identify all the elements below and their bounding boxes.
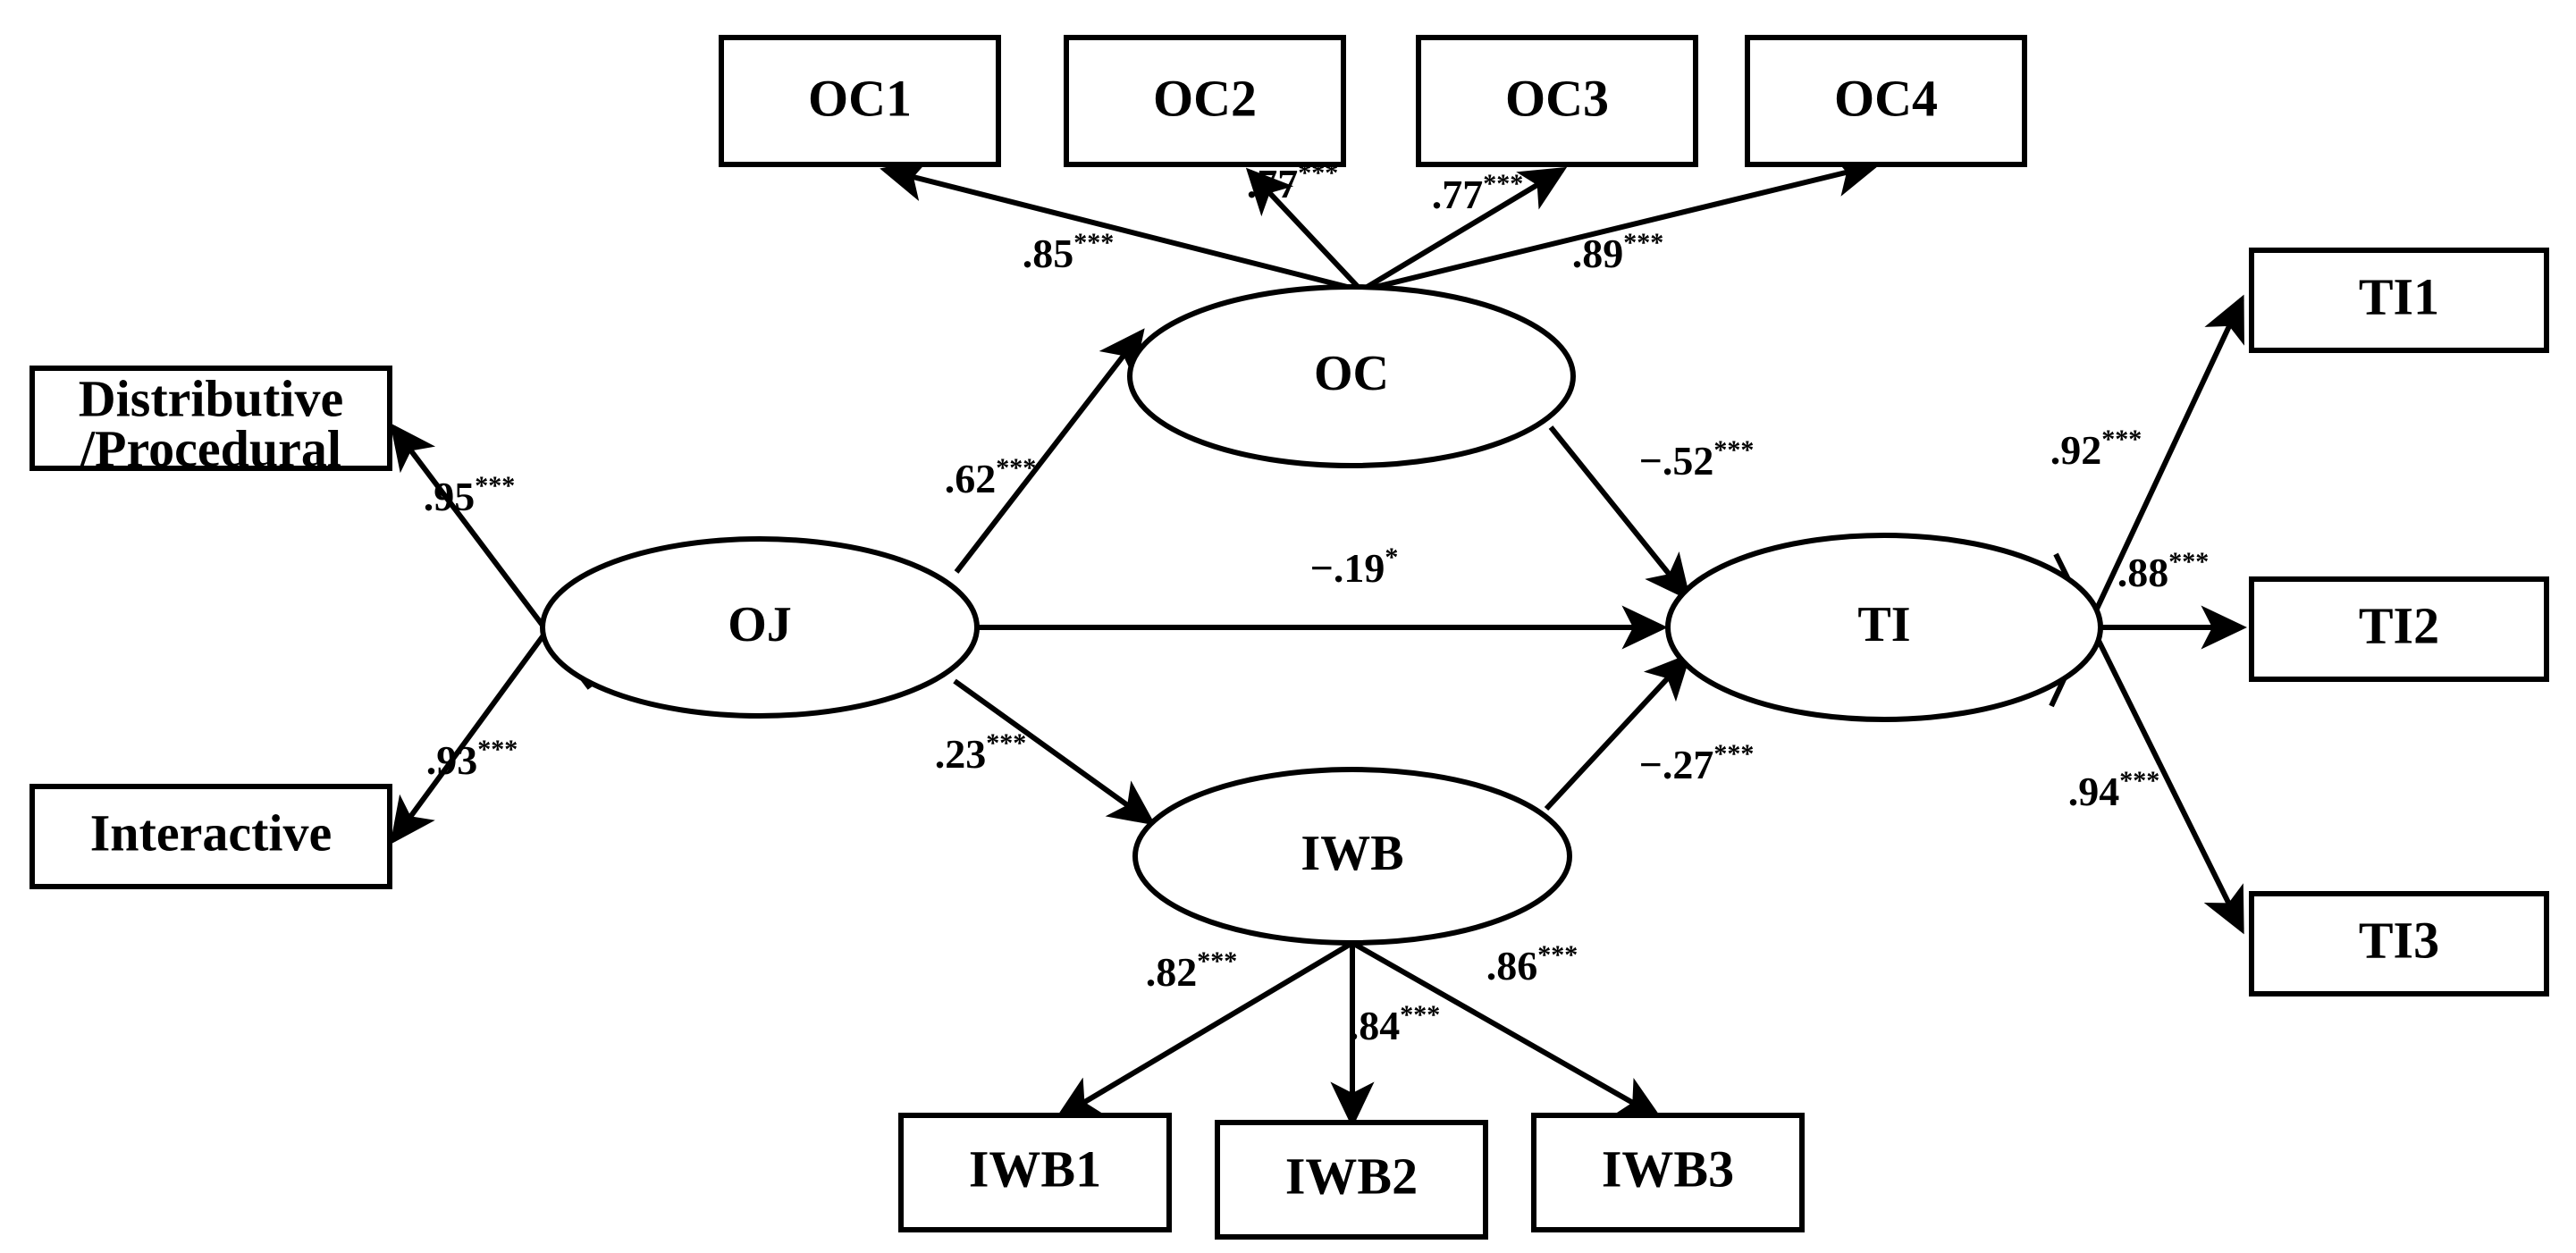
node-label: OC [1314,346,1389,401]
observed-node-oc3[interactable]: OC3 [1416,35,1698,167]
coefficient-labels: .95*** .93*** .62*** .23*** −.19* −.52*** −.27… [424,158,2210,1048]
path-coefficient-ti-ti1: .92*** [2050,425,2142,473]
observed-node-oc4[interactable]: OC4 [1745,35,2027,167]
path-oc-to-oc4 [1360,153,1881,293]
node-label: OJ [728,597,792,652]
latent-node-oj[interactable]: OJ [540,536,980,719]
observed-node-oc1[interactable]: OC1 [719,35,1001,167]
path-iwb-to-iwb3 [1351,940,1663,1120]
node-label-line2: /Procedural [80,419,341,477]
node-label: Interactive [90,803,333,862]
path-coefficient-oc-ti: −.52*** [1639,435,1755,484]
path-oc-to-oc1 [880,158,1362,293]
path-coefficient-oj-ti: −.19* [1310,542,1399,591]
path-coefficient-oj-interactive: .93*** [426,735,518,783]
observed-node-iwb2[interactable]: IWB2 [1215,1120,1488,1240]
path-oc-to-oc2 [1245,167,1364,293]
path-coefficient-ti-ti3: .94*** [2068,766,2160,814]
path-coefficient-oj-iwb: .23*** [935,728,1027,777]
path-coefficient-oc-oc1: .85*** [1023,228,1115,276]
path-coefficient-oc-oc3: .77*** [1432,169,1524,217]
node-label-line1: Distributive [79,369,343,427]
node-label: IWB [1301,826,1403,881]
observed-node-ti3[interactable]: TI3 [2249,891,2549,997]
path-coefficient-iwb-iwb2: .84*** [1349,1000,1441,1048]
path-iwb-to-ti [1544,652,1692,812]
latent-node-oc[interactable]: OC [1127,284,1576,468]
node-label: TI2 [2359,596,2439,654]
node-label: IWB1 [969,1139,1101,1198]
path-oj-to-iwb [953,678,1156,826]
path-oc-to-oc3 [1360,166,1568,293]
path-coefficient-oc-oc4: .89*** [1572,228,1664,276]
path-oj-to-oc [954,328,1145,574]
observed-node-iwb3[interactable]: IWB3 [1531,1113,1805,1232]
latent-node-ti[interactable]: TI [1665,533,2103,722]
path-oc-to-ti [1548,425,1691,601]
path-coefficient-iwb-ti: −.27*** [1639,739,1755,787]
observed-node-ti2[interactable]: TI2 [2249,576,2549,682]
node-label: OC3 [1505,69,1609,127]
path-coefficient-oj-oc: .62*** [945,453,1037,501]
path-coefficient-oc-oc2: .77*** [1247,158,1339,206]
observed-node-distributive-procedural[interactable]: Distributive /Procedural [29,366,392,477]
path-coefficient-iwb-iwb1: .82*** [1146,946,1238,995]
path-iwb-to-iwb1 [1054,940,1354,1121]
node-label: TI1 [2359,267,2439,325]
observed-node-interactive[interactable]: Interactive [29,784,392,889]
observed-node-ti1[interactable]: TI1 [2249,248,2549,353]
node-label: IWB2 [1285,1147,1418,1205]
latent-node-iwb[interactable]: IWB [1132,767,1572,946]
path-coefficient-oj-distributive-procedural: .95*** [424,471,516,519]
observed-node-iwb1[interactable]: IWB1 [898,1113,1172,1232]
path-coefficient-iwb-iwb3: .86*** [1486,940,1578,988]
node-label: OC1 [808,69,912,127]
path-coefficient-ti-ti2: .88*** [2117,547,2210,595]
node-label: OC4 [1834,69,1938,127]
node-label: OC2 [1153,69,1257,127]
observed-node-oc2[interactable]: OC2 [1064,35,1346,167]
node-label: TI [1857,597,1910,652]
node-label: TI3 [2359,911,2439,969]
node-label: IWB3 [1602,1139,1734,1198]
